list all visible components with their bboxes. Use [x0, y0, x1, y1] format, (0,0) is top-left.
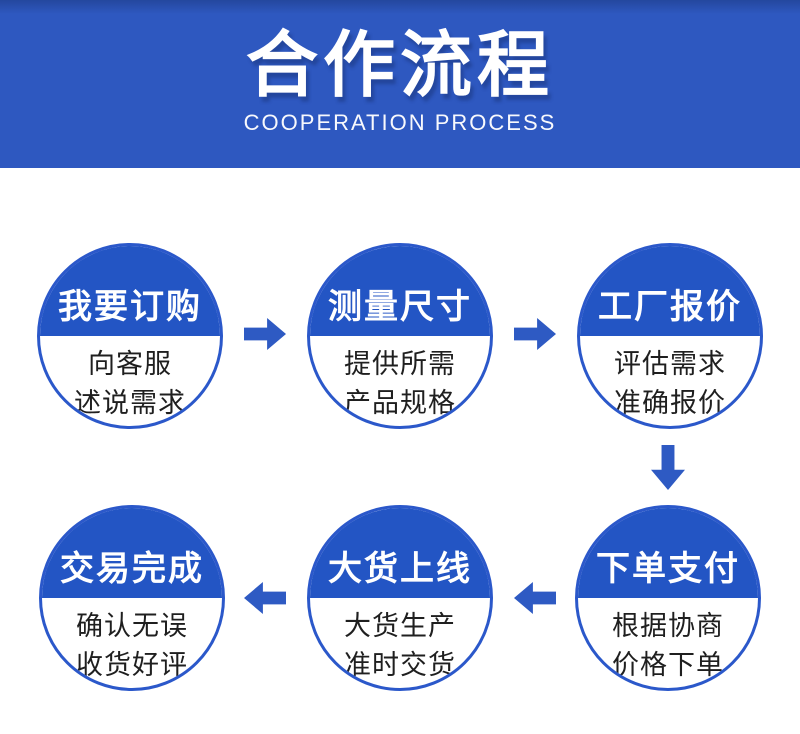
page-subtitle: COOPERATION PROCESS: [243, 110, 557, 135]
step-title: 下单支付: [578, 508, 758, 598]
arrow-right-icon-1: [244, 318, 286, 350]
step-circle-order-inquiry: 我要订购 向客服 述说需求: [37, 243, 223, 429]
page-title: 合作流程: [245, 26, 554, 106]
step-circle-measure-size: 测量尺寸 提供所需 产品规格: [307, 243, 493, 429]
step-desc-line: 根据协商: [612, 611, 724, 641]
step-description: 根据协商 价格下单: [578, 598, 758, 688]
step-circle-factory-quote: 工厂报价 评估需求 准确报价: [577, 243, 763, 429]
step-title: 工厂报价: [580, 246, 760, 336]
arrow-down-icon: [651, 445, 685, 490]
step-circle-bulk-production: 大货上线 大货生产 准时交货: [307, 505, 493, 691]
step-title: 测量尺寸: [310, 246, 490, 336]
step-description: 评估需求 准确报价: [580, 336, 760, 426]
step-description: 确认无误 收货好评: [42, 598, 222, 688]
step-title: 大货上线: [310, 508, 490, 598]
step-description: 向客服 述说需求: [40, 336, 220, 426]
arrow-right-icon-2: [514, 318, 556, 350]
step-title: 交易完成: [42, 508, 222, 598]
step-desc-line: 产品规格: [344, 388, 456, 418]
arrow-left-icon-1: [244, 582, 286, 614]
step-desc-line: 向客服: [88, 349, 172, 379]
step-desc-line: 确认无误: [76, 611, 188, 641]
step-desc-line: 准确报价: [614, 388, 726, 418]
step-circle-deal-complete: 交易完成 确认无误 收货好评: [39, 505, 225, 691]
step-desc-line: 评估需求: [614, 349, 726, 379]
step-desc-line: 准时交货: [344, 650, 456, 680]
step-desc-line: 大货生产: [344, 611, 456, 641]
step-desc-line: 提供所需: [344, 349, 456, 379]
step-description: 提供所需 产品规格: [310, 336, 490, 426]
step-title: 我要订购: [40, 246, 220, 336]
arrow-left-icon-2: [514, 582, 556, 614]
header-banner: 合作流程 COOPERATION PROCESS: [0, 0, 800, 168]
step-circle-pay-order: 下单支付 根据协商 价格下单: [575, 505, 761, 691]
step-desc-line: 价格下单: [612, 650, 724, 680]
step-desc-line: 收货好评: [76, 650, 188, 680]
step-desc-line: 述说需求: [74, 388, 186, 418]
step-description: 大货生产 准时交货: [310, 598, 490, 688]
